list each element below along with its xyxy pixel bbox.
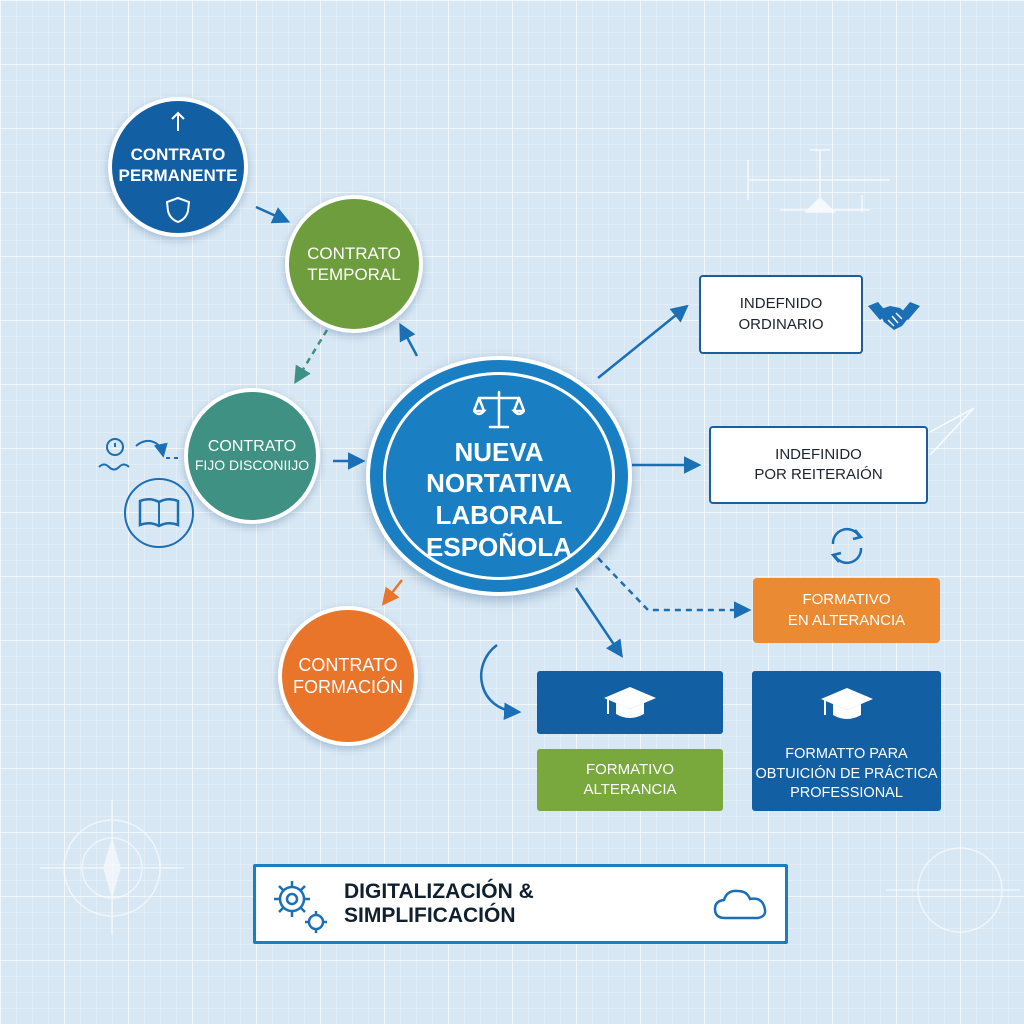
banner-digitalizacion: DIGITALIZACIÓN & SIMPLIFICACIÓN	[253, 864, 788, 944]
center-title-line-2: NORTATIVA	[426, 468, 572, 499]
node-contrato-temporal: CONTRATO TEMPORAL	[285, 195, 423, 333]
box-formativo-alterancia-orange: FORMATIVO EN ALTERANCIA	[753, 578, 940, 643]
box-label-line-2: POR REITERAIÓN	[754, 466, 883, 483]
box-indefinido-ordinario: INDEFNIDO ORDINARIO	[699, 275, 863, 354]
box-label-line-1: INDEFINIDO	[775, 445, 862, 463]
center-title-line-1: NUEVA	[454, 436, 544, 467]
gears-icon	[274, 881, 327, 933]
box-label-line-2: ORDINARIO	[738, 315, 824, 333]
node-label-line-1: CONTRATO	[130, 144, 226, 164]
box-label-line-2: EN ALTERANCIA	[787, 611, 906, 629]
dashed-arrow-fijo	[135, 439, 168, 458]
connector-temp-fijo	[294, 329, 329, 384]
balance-decoration	[747, 149, 890, 213]
box-label-line-1: FORMATIVO	[585, 760, 675, 778]
connector-center-temp	[399, 322, 419, 357]
box-label-line-2: ALTERANCIA	[583, 781, 677, 798]
center-title-line-3: LABORAL	[435, 500, 563, 530]
box-graduation-cap	[537, 671, 723, 734]
node-label-line-2: FIJO DISCONIIJO	[194, 457, 310, 474]
arrow-up-icon	[171, 111, 185, 131]
graduation-cap-icon	[604, 686, 656, 718]
node-contrato-formacion: CONTRATO FORMACIÓN	[278, 606, 418, 746]
node-label-line-2: TEMPORAL	[307, 265, 401, 284]
node-contrato-permanente: CONTRATO PERMANENTE	[108, 97, 248, 237]
banner-text: DIGITALIZACIÓN & SIMPLIFICACIÓN	[344, 880, 534, 927]
box-formativo-alterancia-green: FORMATIVO ALTERANCIA	[537, 749, 723, 811]
connector-center-formacion	[381, 579, 403, 606]
thin-arrow-decoration	[929, 407, 975, 456]
timer-icon	[98, 438, 130, 471]
compass-decoration	[40, 800, 184, 935]
connector-center-cap	[574, 587, 623, 658]
arc-decoration	[886, 847, 1020, 933]
box-formato-practica-profesional: FORMATTO PARA OBTUICIÓN DE PRÁCTICA PROF…	[752, 671, 941, 811]
book-icon	[124, 478, 194, 548]
node-label-line-1: CONTRATO	[307, 243, 401, 263]
box-label-line-1: FORMATIVO	[802, 591, 891, 609]
box-label-line-3: PROFESSIONAL	[790, 785, 903, 802]
connector-center-orange	[597, 557, 752, 619]
refresh-icon	[830, 527, 864, 565]
shield-icon	[165, 197, 191, 224]
node-label-line-1: CONTRATO	[207, 438, 297, 456]
scales-icon	[473, 390, 525, 428]
handshake-icon	[868, 302, 920, 330]
box-label-line-1: INDEFNIDO	[739, 295, 823, 313]
center-title-line-4: ESPOÑOLA	[426, 531, 572, 562]
node-label-line-2: FORMACIÓN	[293, 677, 403, 697]
curved-arrow-left	[480, 643, 522, 721]
node-label-line-1: CONTRATO	[298, 654, 398, 675]
connector-center-ind-ord	[597, 304, 689, 379]
graduation-cap-icon	[820, 688, 873, 719]
cloud-icon	[713, 889, 767, 920]
connector-perm-temp	[255, 205, 291, 224]
box-indefinido-reiteracion: INDEFINIDO POR REITERAIÓN	[709, 426, 928, 504]
node-contrato-fijo-discontinuo: CONTRATO FIJO DISCONIIJO	[184, 388, 320, 524]
center-node: NUEVA NORTATIVA LABORAL ESPOÑOLA	[366, 356, 632, 596]
box-label-line-1: FORMATTO PARA	[785, 746, 908, 762]
node-label-line-2: PERMANENTE	[118, 166, 238, 185]
box-label-line-2: OBTUICIÓN DE PRÁCTICA	[755, 765, 938, 782]
